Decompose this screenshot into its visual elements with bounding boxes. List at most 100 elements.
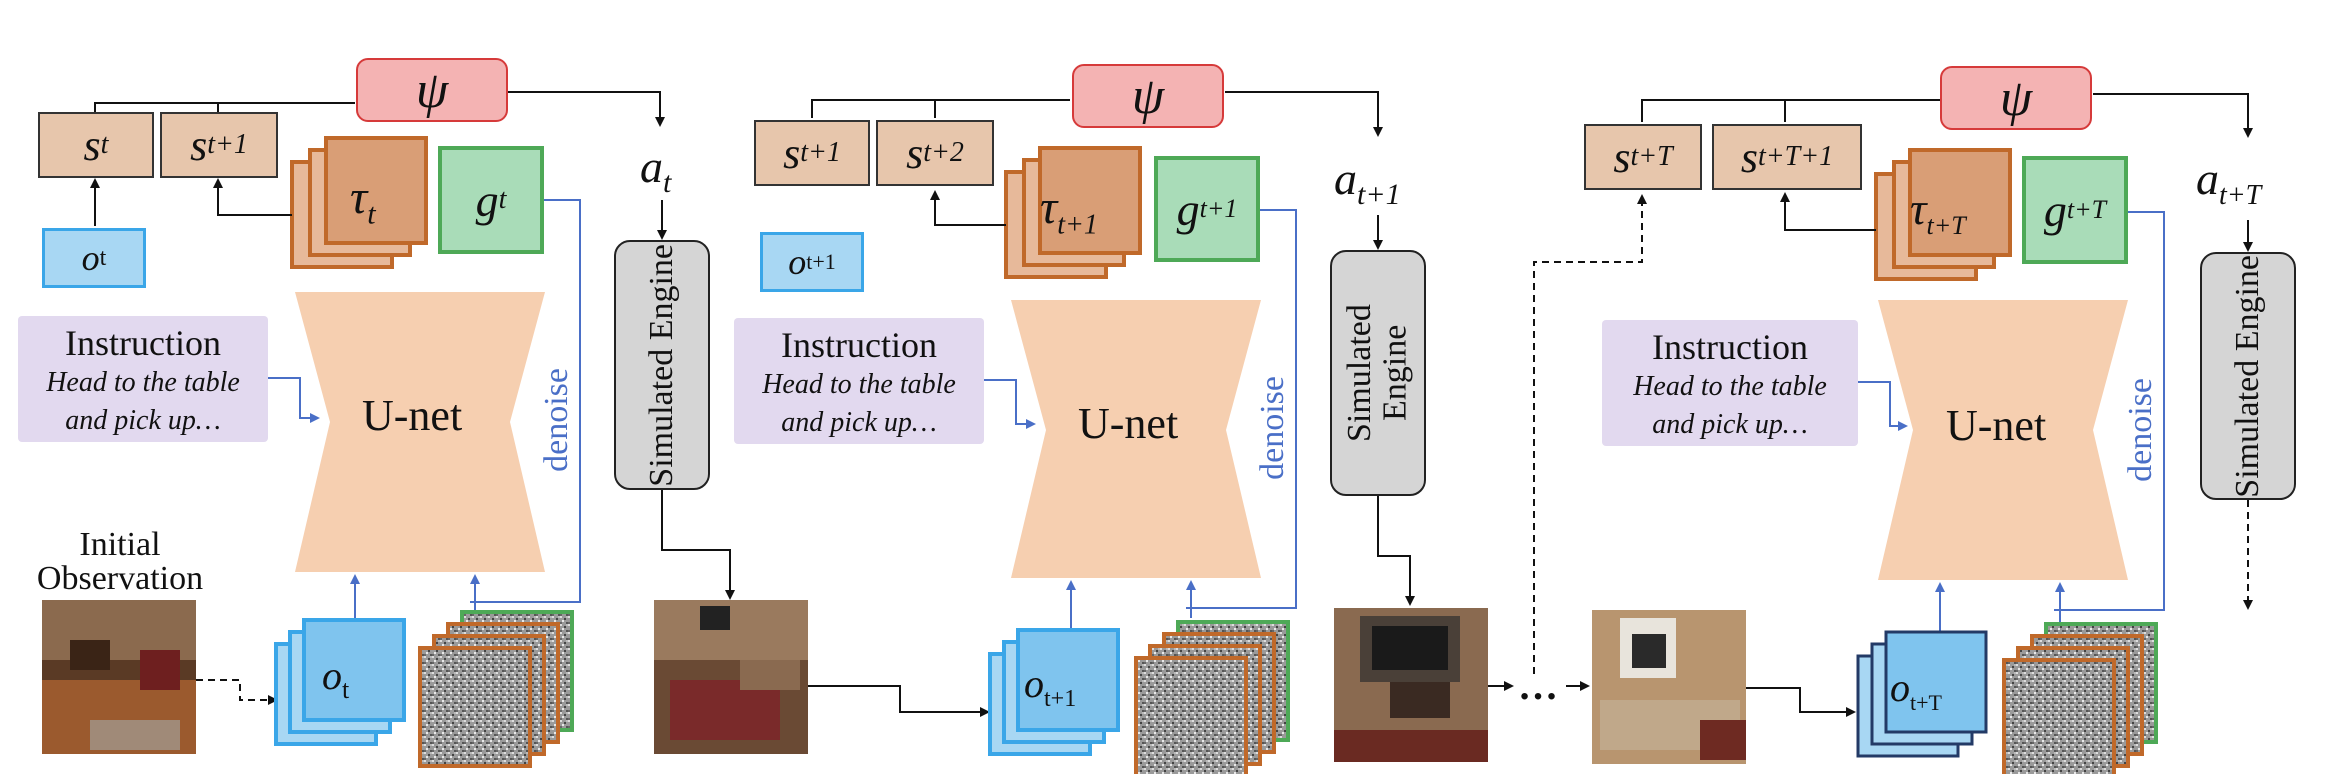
goal-symbol: g — [475, 174, 499, 226]
state-subscript: t+T+1 — [1757, 141, 1834, 172]
instruction-line-2: and pick up… — [781, 406, 937, 438]
obs-symbol: o — [322, 653, 342, 698]
state-subscript: t+2 — [923, 137, 964, 168]
engine-label: Simulated Engine — [1341, 304, 1414, 442]
tau-t: τt — [350, 170, 376, 232]
obs-stack — [302, 618, 406, 722]
unet-shape — [1878, 300, 2128, 580]
action-subscript: t+1 — [1357, 178, 1401, 212]
instruction-line-2: and pick up… — [65, 404, 221, 436]
initial-observation-label: Initial Observation — [36, 526, 204, 597]
instruction-line-1: Head to the table — [46, 367, 240, 398]
goal-subscript: t+1 — [1199, 194, 1238, 223]
state-subscript: t+1 — [800, 137, 841, 168]
obs-subscript: t — [99, 244, 107, 271]
instruction-box: Instruction Head to the table and pick u… — [1602, 320, 1858, 446]
obs-subscript: t+1 — [1044, 686, 1077, 712]
obs-subscript: t — [342, 675, 350, 704]
action-symbol: a — [1334, 153, 1357, 204]
obs-stack-label: ot+T — [1890, 664, 1942, 716]
policy-psi: ψ — [1072, 64, 1224, 128]
instruction-title: Instruction — [65, 323, 221, 363]
tau-t-plus-T: τt+T — [1910, 182, 1966, 241]
tau-t-plus-1: τt+1 — [1040, 180, 1098, 242]
ellipsis: … — [1518, 663, 1558, 708]
initial-observation-image — [42, 600, 196, 754]
unet-label: U-net — [1078, 399, 1179, 448]
engine-label: Simulated Engine — [2229, 254, 2267, 498]
obs-stack-label: ot — [322, 652, 349, 705]
state-subscript: t — [100, 129, 109, 160]
stage-3-graphics — [1334, 93, 2253, 774]
rendered-observation-1 — [654, 600, 808, 754]
action-a-t: at — [640, 140, 671, 200]
state-symbol: s — [190, 120, 208, 170]
instruction-line-1: Head to the table — [762, 369, 956, 400]
policy-psi: ψ — [356, 58, 508, 122]
instruction-box: Instruction Head to the table and pick u… — [18, 316, 268, 442]
goal-subscript: t — [498, 184, 507, 215]
tau-symbol: τ — [1040, 181, 1058, 234]
tau-stack — [324, 136, 428, 245]
tau-symbol: τ — [350, 171, 368, 224]
unet-label: U-net — [362, 391, 463, 440]
obs-symbol: o — [788, 242, 807, 282]
state-symbol: s — [1740, 132, 1758, 182]
psi-symbol: ψ — [1131, 67, 1165, 125]
state-symbol: s — [906, 128, 924, 178]
instruction-box: Instruction Head to the table and pick u… — [734, 318, 984, 444]
psi-symbol: ψ — [415, 61, 449, 119]
action-symbol: a — [2196, 153, 2219, 204]
unet-shape — [1011, 300, 1261, 578]
unet-label: U-net — [1946, 401, 2047, 450]
denoise-label: denoise — [1254, 376, 1291, 480]
tau-subscript: t+T — [1926, 211, 1966, 241]
policy-psi: ψ — [1940, 66, 2092, 130]
action-subscript: t — [663, 166, 672, 200]
psi-symbol: ψ — [1999, 69, 2033, 127]
goal-subscript: t+T — [2066, 195, 2107, 224]
noise-stack — [418, 646, 532, 768]
instruction-title: Instruction — [781, 325, 937, 365]
unet-shape — [295, 292, 545, 572]
state-symbol: s — [83, 120, 101, 170]
action-symbol: a — [640, 141, 663, 192]
obs-symbol: o — [1024, 661, 1044, 706]
state-subscript: t+1 — [207, 129, 248, 160]
instruction-line-2: and pick up… — [1652, 408, 1808, 440]
obs-symbol: o — [81, 238, 100, 278]
simulated-engine: Simulated Engine — [1330, 250, 1426, 496]
engine-label: Simulated Engine — [643, 243, 681, 487]
tau-subscript: t — [367, 197, 376, 231]
simulated-engine: Simulated Engine — [2200, 252, 2296, 500]
action-a-t-plus-1: at+1 — [1334, 152, 1401, 212]
stage-2-graphics — [654, 91, 1415, 774]
tau-subscript: t+1 — [1057, 209, 1098, 241]
goal-symbol: g — [2043, 184, 2067, 236]
rendered-observation-final — [1592, 610, 1746, 764]
rendered-observation-2 — [1334, 608, 1488, 762]
state-symbol: s — [1613, 132, 1631, 182]
simulated-engine: Simulated Engine — [614, 240, 710, 490]
obs-stack-label: ot+1 — [1024, 660, 1076, 713]
denoise-label: denoise — [2122, 378, 2159, 482]
denoise-label: denoise — [538, 368, 575, 472]
action-subscript: t+T — [2219, 180, 2262, 212]
state-symbol: s — [783, 128, 801, 178]
stage-1-graphics — [42, 91, 735, 768]
state-subscript: t+T — [1630, 141, 1673, 172]
instruction-line-1: Head to the table — [1633, 371, 1827, 402]
tau-symbol: τ — [1910, 183, 1927, 234]
